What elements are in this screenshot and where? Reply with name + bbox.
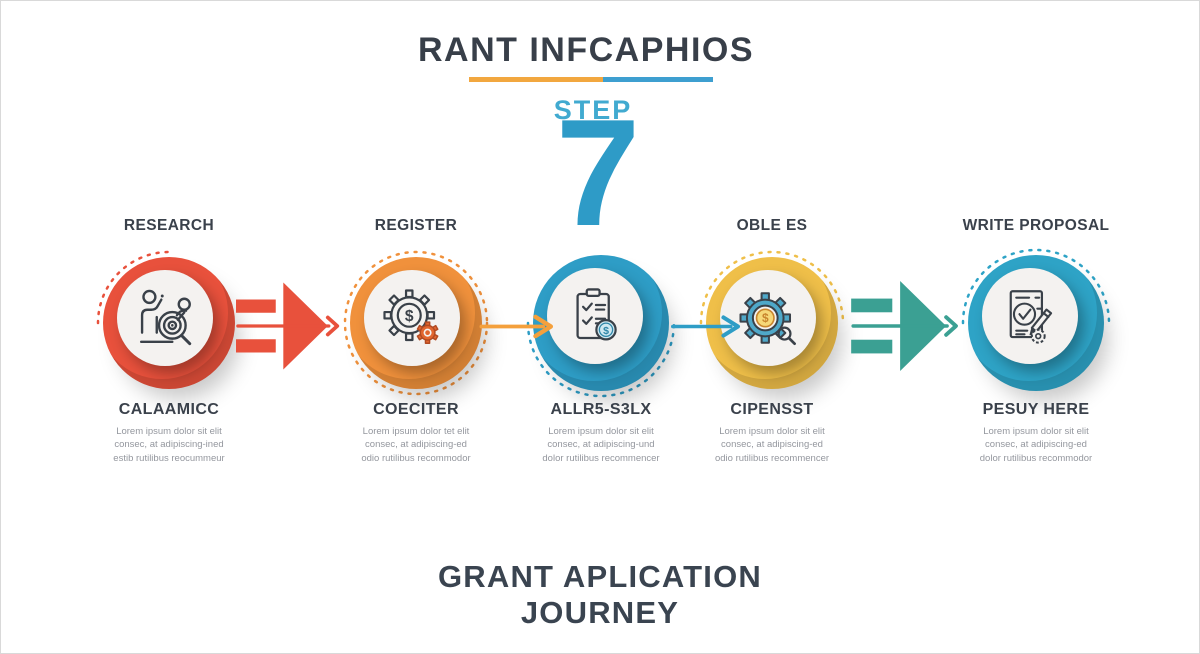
gear-dollar-icon: $ xyxy=(383,289,439,344)
svg-text:$: $ xyxy=(762,311,769,325)
step1-title: RESEARCH xyxy=(123,217,215,234)
large-arrow-step4-to-step5-icon xyxy=(851,280,958,372)
step5-circle xyxy=(968,255,1104,391)
document-check-pencil-icon xyxy=(1009,290,1053,344)
step3-icon-plate: $ xyxy=(547,268,643,364)
step3-circle: $ xyxy=(533,255,669,391)
step5-description: Lorem ipsum dolor sit elit consec, at ad… xyxy=(951,425,1121,465)
step5-icon-plate xyxy=(982,268,1078,364)
step1-caption: CALAAMICC xyxy=(118,401,220,418)
step5-desc-line: consec, at adipiscing-ed xyxy=(985,439,1087,451)
step-word-label: STEP xyxy=(553,95,633,125)
step3-desc-line: Lorem ipsum dolor sit elit xyxy=(548,426,654,437)
large-arrow-step1-to-step2-icon xyxy=(236,282,340,370)
step1-icon-plate xyxy=(117,270,213,366)
step1-desc-line: estib rutilibus reocummeur xyxy=(113,452,225,464)
footer-title-line1: GRANT APLICATION xyxy=(437,559,762,594)
step3-description: Lorem ipsum dolor sit elit consec, at ad… xyxy=(516,425,686,465)
checklist-coin-icon: $ xyxy=(576,288,617,341)
svg-text:$: $ xyxy=(405,308,414,325)
step2-circle: $ xyxy=(350,257,482,389)
step5-caption: PESUY HERE xyxy=(982,401,1090,418)
step-number: 7 xyxy=(555,88,641,258)
underline-right-segment xyxy=(603,77,713,82)
research-people-target-icon xyxy=(139,289,192,346)
step5-desc-line: dolor rutilibus recommodor xyxy=(979,452,1093,464)
step2-desc-line: odio rutilibus recommodor xyxy=(361,452,471,464)
underline-left-segment xyxy=(469,77,604,82)
step4-title: OBLE ES xyxy=(736,217,808,234)
title-underline xyxy=(469,77,713,82)
footer-title-line2: JOURNEY xyxy=(520,595,680,630)
step3-desc-line: dolor rutilibus recommencer xyxy=(542,452,660,464)
step1-description: Lorem ipsum dolor sit elit consec, at ad… xyxy=(84,425,254,465)
step3-caption: ALLR5-S3LX xyxy=(550,401,652,418)
page-title: RANT INFCAPHIOS xyxy=(417,31,755,69)
gear-coin-magnifier-icon: $ xyxy=(739,292,796,346)
step4-icon-plate: $ xyxy=(720,270,816,366)
step4-desc-line: odio rutilibus recommencer xyxy=(714,452,830,464)
step2-caption: COECITER xyxy=(373,401,459,418)
step2-desc-line: consec, at adipiscing-ed xyxy=(365,439,467,451)
step5-title: WRITE PROPOSAL xyxy=(962,217,1110,234)
step4-desc-line: consec, at adipiscing-ed xyxy=(721,439,823,451)
step2-icon-plate: $ xyxy=(364,270,460,366)
step2-description: Lorem ipsum dolor tet elit consec, at ad… xyxy=(331,425,501,465)
step3-desc-line: consec, at adipiscing-und xyxy=(547,439,655,451)
step1-desc-line: consec, at adipiscing-ined xyxy=(114,439,224,451)
step5-desc-line: Lorem ipsum dolor sit elit xyxy=(983,426,1089,437)
step1-circle xyxy=(103,257,235,389)
step4-description: Lorem ipsum dolor sit elit consec, at ad… xyxy=(687,425,857,465)
thin-arrow-step3-to-step4-icon xyxy=(671,315,740,338)
step1-desc-line: Lorem ipsum dolor sit elit xyxy=(116,426,222,437)
step2-title: REGISTER xyxy=(374,217,458,234)
step4-caption: CIPENSST xyxy=(730,401,814,418)
step4-desc-line: Lorem ipsum dolor sit elit xyxy=(719,426,825,437)
step4-circle: $ xyxy=(706,257,838,389)
svg-text:$: $ xyxy=(603,325,609,337)
step2-desc-line: Lorem ipsum dolor tet elit xyxy=(362,426,470,437)
thin-arrow-step2-to-step3-icon xyxy=(479,314,554,339)
